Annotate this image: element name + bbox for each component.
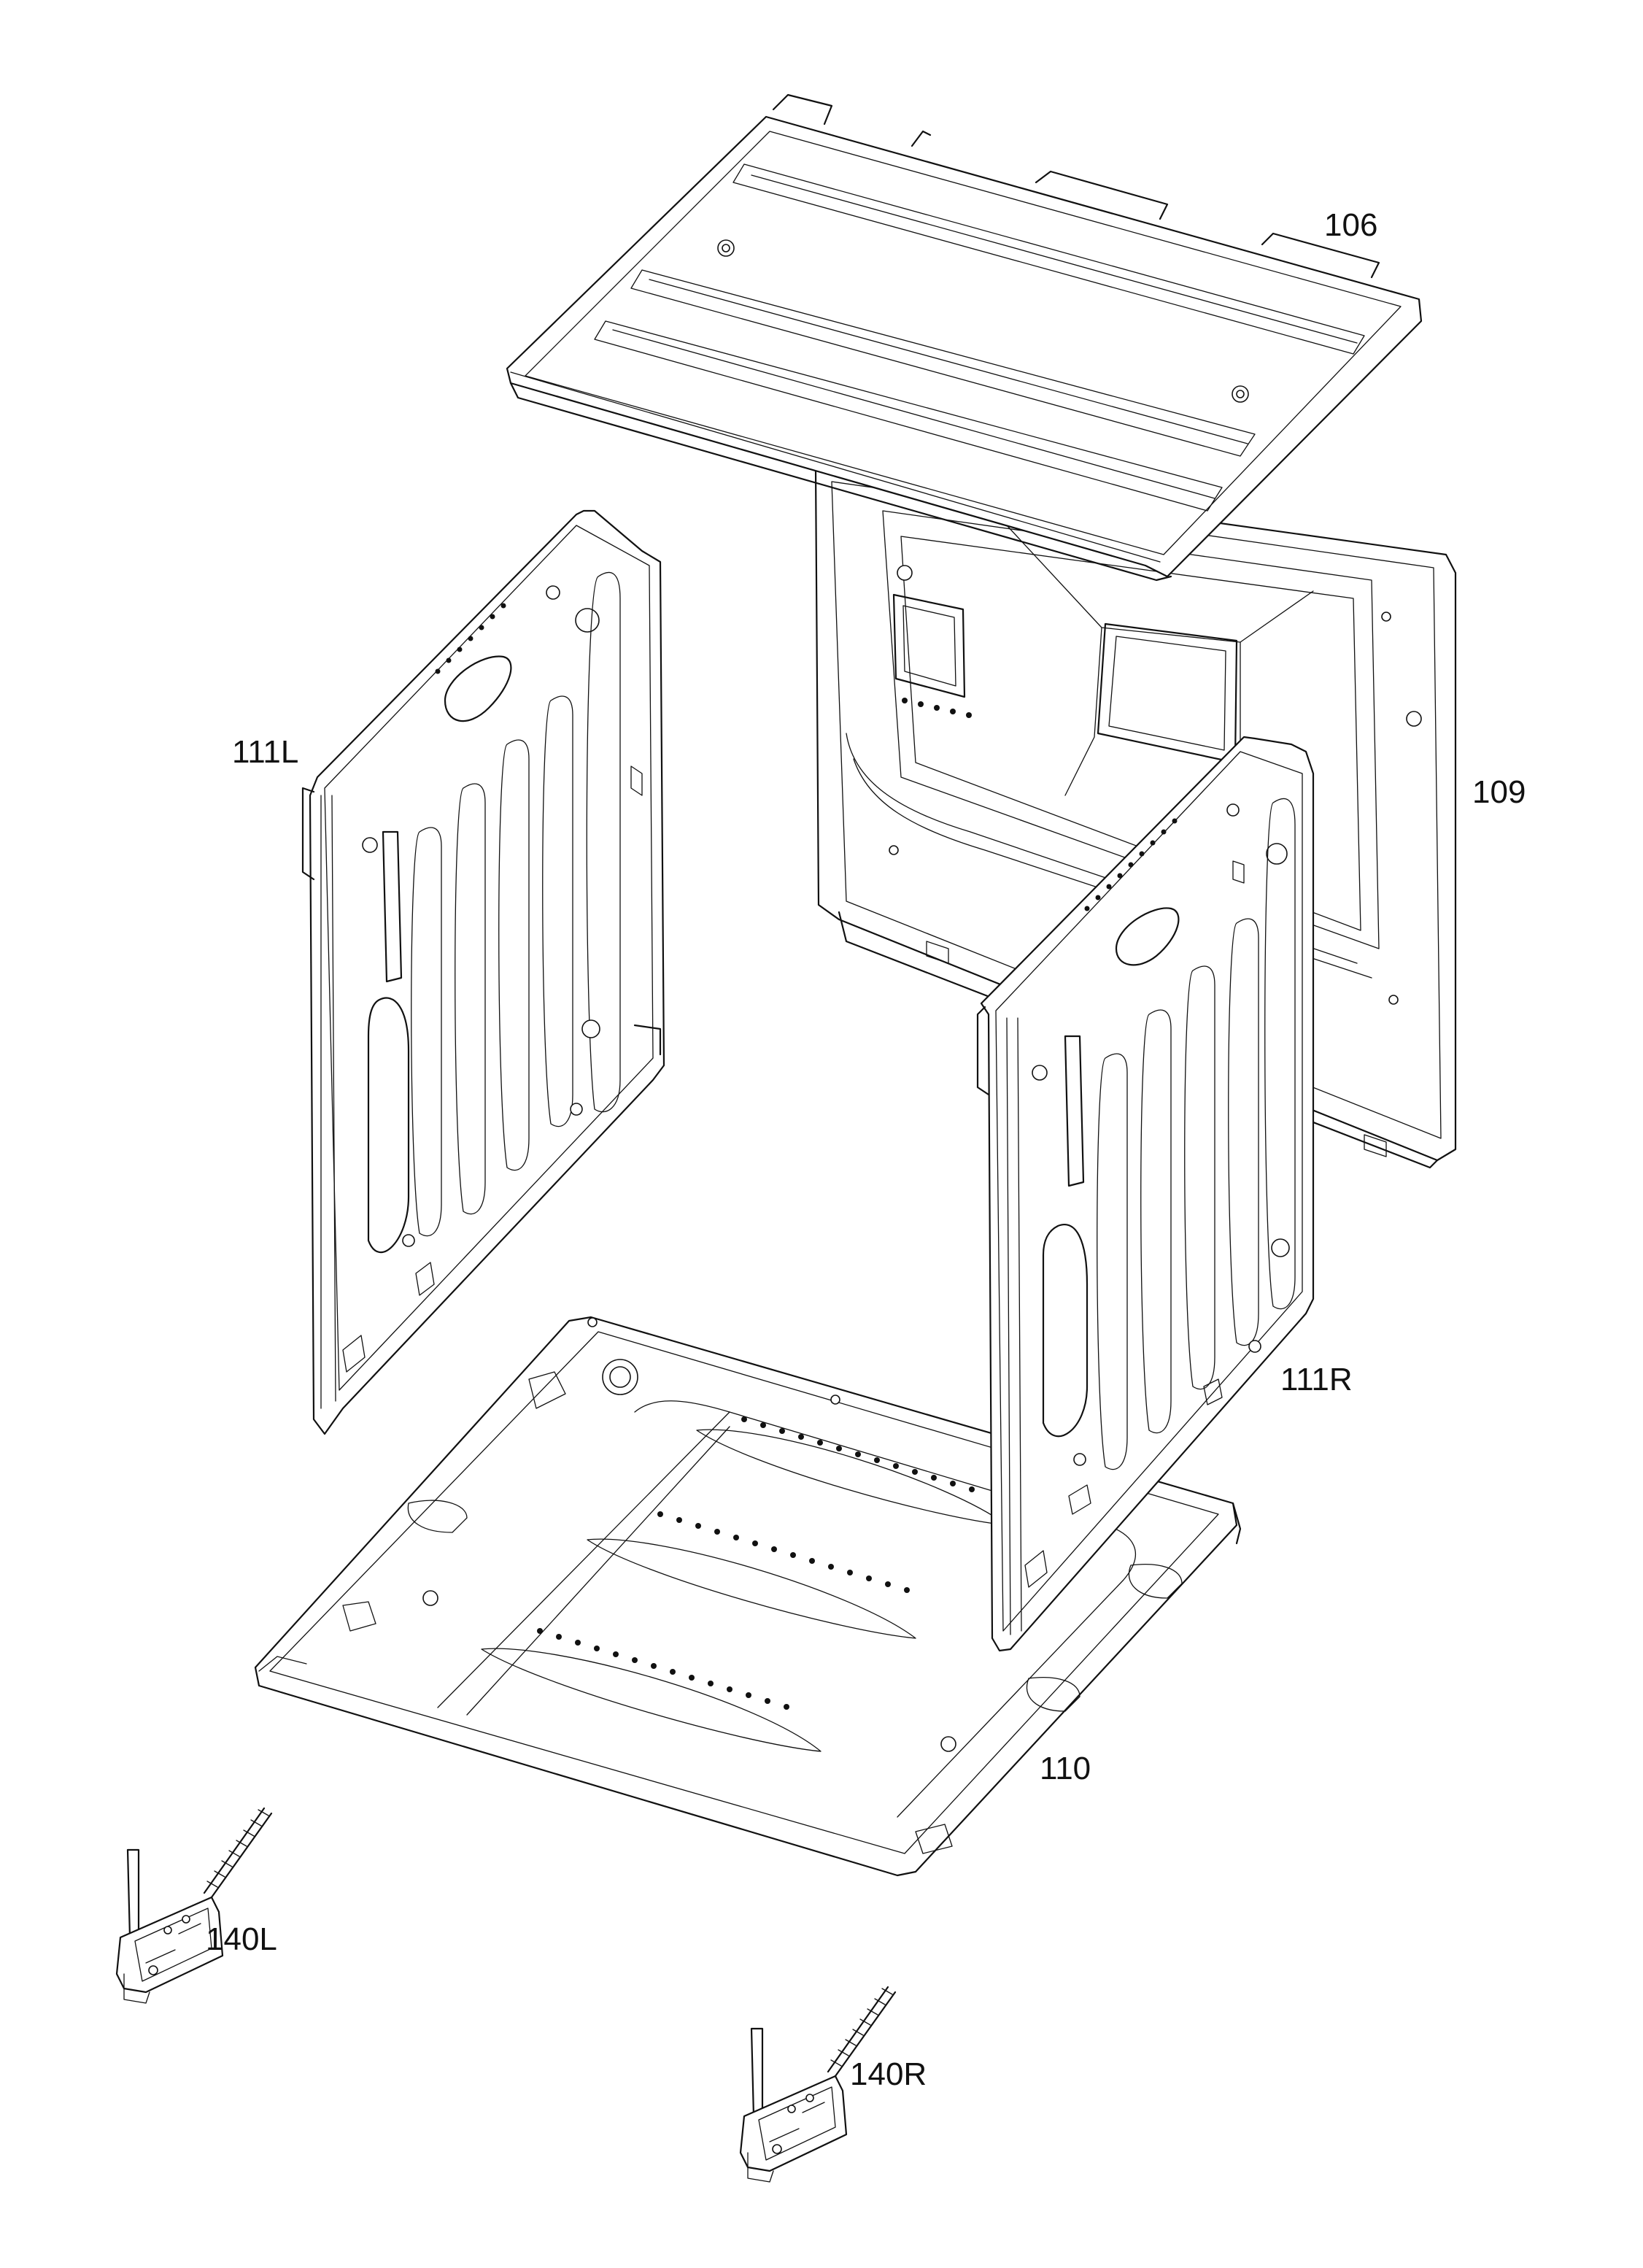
label-140L: 140L (206, 1921, 277, 1957)
top-panel-106 (506, 93, 1423, 582)
left-side-panel-111L (301, 509, 665, 1435)
label-111L: 111L (232, 734, 298, 770)
hinge-right-140R (739, 1986, 897, 2183)
label-110: 110 (1040, 1751, 1091, 1786)
label-106: 106 (1324, 207, 1377, 243)
label-140R: 140R (850, 2056, 927, 2092)
hinge-left-140L (115, 1807, 273, 2004)
label-111R: 111R (1280, 1362, 1353, 1397)
right-side-panel-111R (976, 736, 1315, 1652)
label-109: 109 (1472, 774, 1526, 810)
